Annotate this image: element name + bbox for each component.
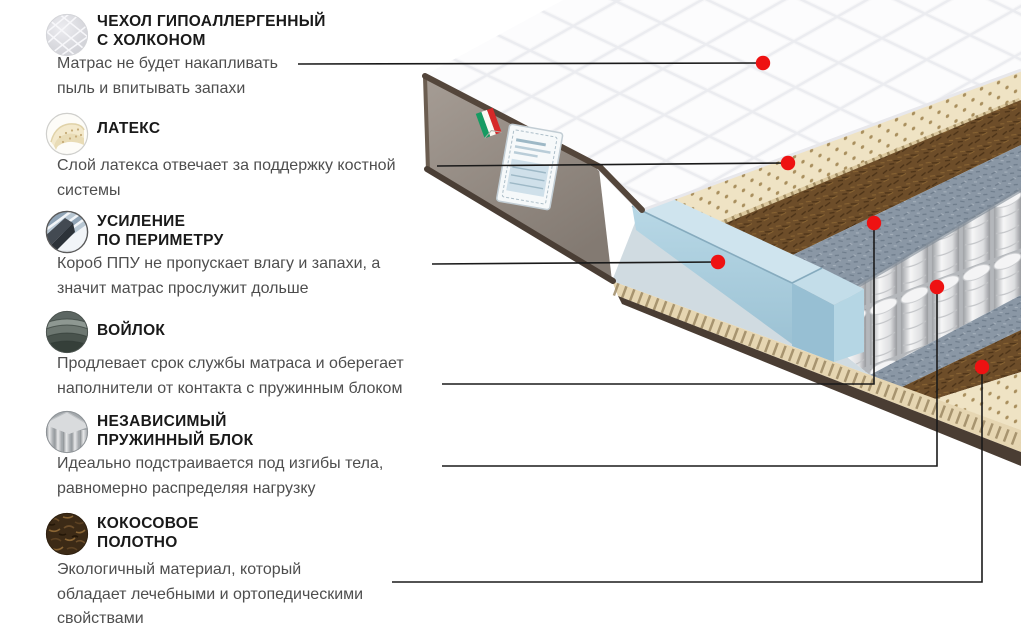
pointer-line-cover [297, 62, 764, 65]
foam-box [631, 193, 864, 362]
section-desc-latex: Слой латекса отвечает за поддержку костн… [57, 157, 396, 199]
marker-felt [866, 215, 882, 231]
felt-icon [45, 310, 89, 354]
pointer-line-foam [431, 261, 719, 265]
foam-beam-top [632, 193, 822, 283]
title-line: КОКОСОВОЕ [97, 515, 199, 532]
mattress-top-cover [425, 0, 1021, 211]
pointer-lines [297, 62, 983, 583]
bottom-rib-strip [612, 281, 1021, 452]
title-line: УСИЛЕНИЕ [97, 213, 186, 230]
title-line: НЕЗАВИСИМЫЙ [97, 413, 227, 430]
section-title-perimeter: УСИЛЕНИЕ ПО ПЕРИМЕТРУ [97, 212, 224, 250]
lower-coconut-layer [902, 330, 1021, 399]
latex-icon [45, 112, 89, 156]
title-line: ЧЕХОЛ ГИПОАЛЛЕРГЕННЫЙ [97, 13, 326, 30]
italy-flag-ribbon [475, 107, 502, 139]
perimeter-reinforcement-icon [45, 210, 89, 254]
marker-cover [755, 55, 771, 71]
lower-felt-layer [870, 295, 1021, 387]
pointer-line-felt [442, 223, 875, 385]
section-desc-springs: Идеально подстраивается под изгибы тела,… [57, 455, 384, 497]
title-line: ПО ПЕРИМЕТРУ [97, 232, 224, 249]
panel-piping-top [422, 73, 645, 213]
pointer-line-springs [442, 287, 938, 467]
section-desc-coconut: Экологичный материал, который обладает л… [57, 561, 364, 627]
section-desc-perimeter: Короб ППУ не пропускает влагу и запахи, … [57, 255, 381, 297]
pointer-line-latex [436, 162, 789, 167]
pointer-line-coconut [392, 367, 983, 583]
quilted-cover-icon [45, 13, 89, 57]
red-markers [710, 55, 990, 375]
marker-latex [780, 155, 796, 171]
title-line: ВОЙЛОК [97, 322, 166, 339]
foam-beam-front [632, 206, 792, 344]
section-title-felt: ВОЙЛОК [97, 321, 165, 340]
section-desc-felt: Продлевает срок службы матраса и оберега… [57, 355, 404, 397]
section-title-cover: ЧЕХОЛ ГИПОАЛЛЕРГЕННЫЙ С ХОЛКОНОМ [97, 12, 326, 50]
mattress-cutaway [422, 0, 1021, 466]
coconut-coir-icon [45, 512, 89, 556]
base-edge [618, 296, 1021, 466]
foam-cube-front [792, 283, 834, 362]
label-tag [496, 123, 564, 211]
foam-cube-right [834, 289, 864, 362]
title-line: ПОЛОТНО [97, 534, 178, 551]
section-title-springs: НЕЗАВИСИМЫЙ ПРУЖИННЫЙ БЛОК [97, 412, 253, 450]
section-title-coconut: КОКОСОВОЕ ПОЛОТНО [97, 514, 199, 552]
marker-coconut [974, 359, 990, 375]
bottom-latex-holes [935, 372, 1021, 430]
section-title-latex: ЛАТЕКС [97, 119, 160, 138]
title-line: ЛАТЕКС [97, 120, 161, 137]
foam-cube-top [792, 268, 864, 305]
coconut-layer [690, 100, 1021, 278]
section-desc-cover: Матрас не будет накапливать пыль и впиты… [57, 55, 279, 97]
spring-block-icon [45, 410, 89, 454]
marker-foam [710, 254, 726, 270]
latex-layer-holes [640, 68, 1021, 238]
panel-piping-left [423, 76, 430, 172]
title-line: ПРУЖИННЫЙ БЛОК [97, 432, 254, 449]
marker-springs [929, 279, 945, 295]
title-line: С ХОЛКОНОМ [97, 32, 206, 49]
